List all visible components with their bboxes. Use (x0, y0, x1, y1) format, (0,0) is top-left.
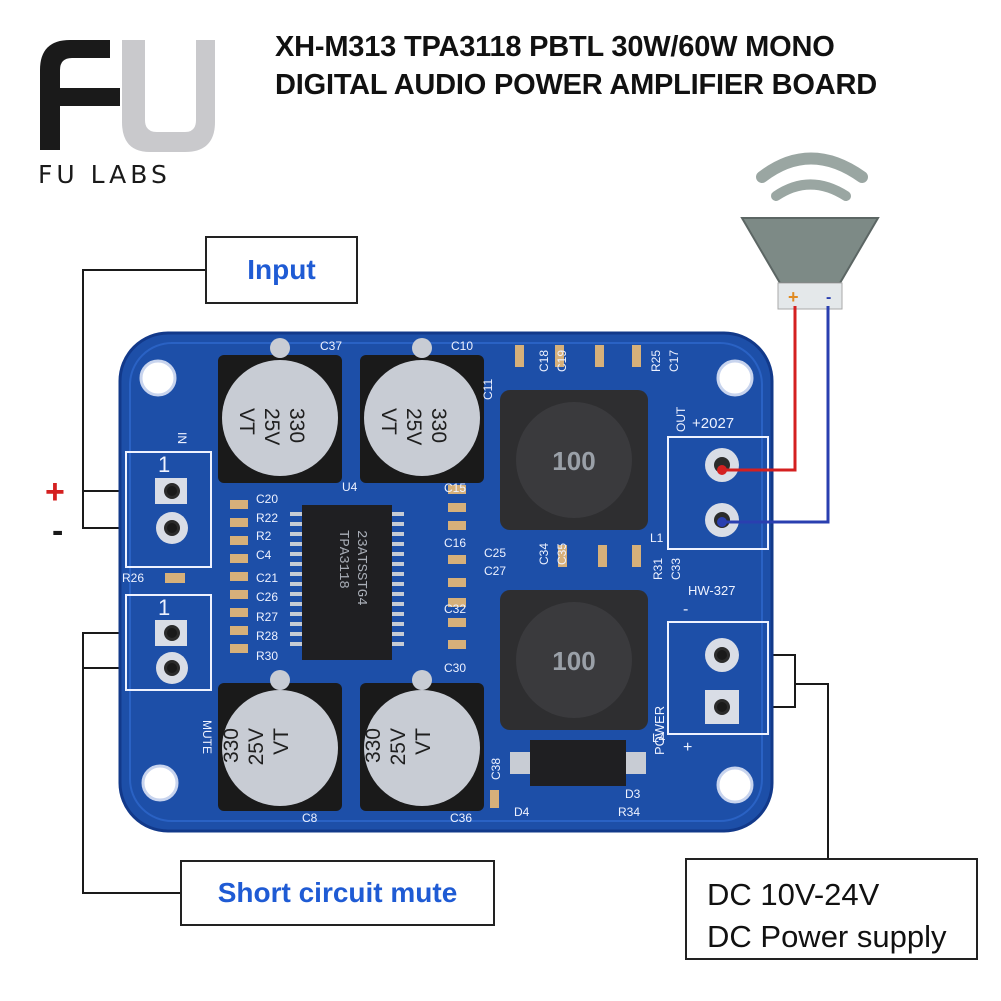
cap-text-5: 25V (402, 408, 425, 445)
input-plus-label: + (45, 473, 65, 511)
label-r31: R31 (651, 558, 665, 580)
dc-supply: DC Power supply (707, 919, 947, 954)
mount-hole (716, 359, 754, 397)
cap-text-9: VT (270, 728, 293, 755)
cap-text-2: 25V (260, 408, 283, 445)
label-marking: +2027 (692, 415, 734, 432)
capacitor (360, 670, 484, 811)
label-c35: C35 (555, 543, 569, 565)
label-c8: C8 (302, 811, 318, 825)
inductor-text-1: 100 (552, 446, 595, 476)
title-line-2: DIGITAL AUDIO POWER AMPLIFIER BOARD (275, 69, 877, 101)
label-c38: C38 (489, 758, 503, 780)
capacitor (360, 338, 484, 483)
capacitor (218, 338, 342, 483)
speaker-wire-blue (722, 306, 830, 524)
label-c26: C26 (256, 590, 278, 604)
label-c15: C15 (444, 481, 466, 495)
inductor-text-2: 100 (552, 646, 595, 676)
label-r34: R34 (618, 805, 640, 819)
chip-text-1: 23ATSSTG4 (353, 530, 369, 606)
label-l4: L4 (652, 731, 666, 745)
inductor (500, 390, 648, 530)
label-r26: R26 (122, 571, 144, 585)
cap-text-8: 25V (245, 728, 268, 765)
label-c30: C30 (444, 661, 466, 675)
cap-text-3: VT (235, 408, 258, 435)
brand-name: FU LABS (38, 160, 171, 189)
label-c17: C17 (667, 350, 681, 372)
fu-labs-logo-mark (40, 40, 215, 152)
label-c16: C16 (444, 536, 466, 550)
cap-text-11: 25V (387, 728, 410, 765)
speaker-wire-red (722, 306, 797, 472)
chip-text-2: TPA3118 (335, 530, 351, 589)
input-minus-label: - (52, 512, 63, 550)
cap-text-4: 330 (427, 408, 450, 443)
label-c4: C4 (256, 548, 272, 562)
label-l1: L1 (650, 531, 664, 545)
speaker-icon (740, 152, 880, 310)
label-u4: U4 (342, 480, 358, 494)
mount-hole (141, 764, 179, 802)
amplifier-chip (290, 505, 404, 660)
cap-text-12: VT (412, 728, 435, 755)
label-c11: C11 (481, 379, 495, 400)
label-d3: D3 (625, 787, 641, 801)
label-c18: C18 (537, 350, 551, 372)
label-term2: 1 (158, 595, 170, 620)
pcb-board (118, 331, 774, 833)
cap-text-6: VT (377, 408, 400, 435)
smd-components (165, 345, 641, 808)
label-c10: C10 (451, 339, 473, 353)
label-c25: C25 (484, 546, 506, 560)
title-line-1: XH-M313 TPA3118 PBTL 30W/60W MONO (275, 31, 835, 63)
page-title: XH-M313 TPA3118 PBTL 30W/60W MONO DIGITA… (275, 28, 877, 104)
label-plus-bottom: + (683, 739, 692, 756)
inductor (500, 590, 648, 730)
label-c33: C33 (669, 558, 683, 580)
label-power: POWER (652, 706, 667, 755)
dc-voltage: DC 10V-24V (707, 877, 880, 912)
capacitor (218, 670, 342, 811)
label-c21: C21 (256, 571, 278, 585)
label-out: OUT (674, 406, 688, 432)
diode (510, 740, 646, 786)
label-c36: C36 (450, 811, 472, 825)
label-r28: R28 (256, 629, 278, 643)
label-c37: C37 (320, 339, 342, 353)
label-term1: 1 (158, 452, 170, 477)
input-callout: Input (205, 236, 358, 304)
cap-text-7: 330 (220, 728, 243, 763)
dc-callout: DC 10V-24V DC Power supply (685, 858, 978, 960)
label-c32: C32 (444, 602, 466, 616)
board-model: HW-327 (688, 583, 735, 598)
label-r30: R30 (256, 649, 278, 663)
label-c20: C20 (256, 492, 278, 506)
label-r22: R22 (256, 511, 278, 525)
mount-hole (139, 359, 177, 397)
speaker-plus-label: + (788, 287, 799, 307)
label-minus-mid: - (683, 601, 688, 618)
label-c27: C27 (484, 564, 506, 578)
label-d4: D4 (514, 805, 530, 819)
cap-text-1: 330 (285, 408, 308, 443)
label-c34: C34 (537, 543, 551, 565)
mute-callout: Short circuit mute (180, 860, 495, 926)
label-r25: R25 (649, 350, 663, 372)
label-r27: R27 (256, 610, 278, 624)
speaker-minus-label: - (826, 289, 831, 306)
mount-hole (716, 766, 754, 804)
label-r2: R2 (256, 529, 272, 543)
label-mute: MUTE (200, 720, 214, 754)
cap-text-10: 330 (362, 728, 385, 763)
label-c19: C19 (555, 350, 569, 372)
label-in: IN (175, 432, 189, 444)
